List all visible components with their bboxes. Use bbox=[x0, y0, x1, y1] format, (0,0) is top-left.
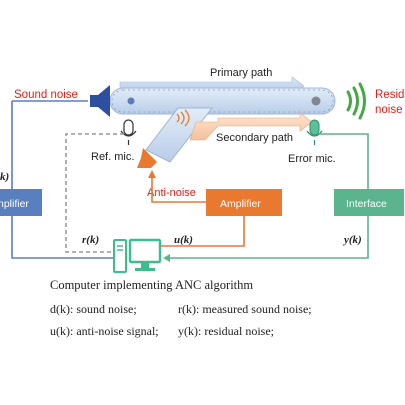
legend-row2-right: y(k): residual noise; bbox=[178, 324, 274, 338]
sound-noise-label: Sound noise bbox=[14, 89, 78, 101]
amplifier-center-box bbox=[206, 189, 282, 216]
interface-arrowhead bbox=[163, 254, 170, 262]
duct-pipe bbox=[109, 87, 336, 115]
anti-noise-speaker-icon bbox=[137, 148, 157, 168]
legend-row2-left: u(k): anti-noise signal; bbox=[50, 324, 159, 338]
interface-box bbox=[334, 189, 404, 216]
computer-icon bbox=[113, 238, 162, 273]
wave-icon-small bbox=[176, 109, 190, 127]
residual-noise-label-line2: noise bbox=[375, 104, 403, 116]
anti-noise-arrowhead bbox=[148, 170, 156, 178]
y-signal-label: y(k) bbox=[342, 234, 362, 246]
r-signal-label: r(k) bbox=[82, 234, 99, 246]
secondary-path-arrow bbox=[189, 112, 313, 141]
speaker-icon bbox=[90, 85, 110, 117]
ref-mic-dashed-line bbox=[65, 133, 124, 253]
u-signal-label: u(k) bbox=[174, 234, 193, 246]
left-signal-line bbox=[11, 101, 113, 259]
microphone-icon bbox=[120, 119, 137, 145]
ref-mic-label: Ref. mic. bbox=[91, 151, 134, 163]
amplifier-left-label: nplifier bbox=[0, 198, 29, 210]
computer-to-amplifier-line bbox=[160, 216, 245, 247]
amplifier-left-box bbox=[0, 189, 42, 216]
amplifier-to-anti-noise-line bbox=[151, 176, 206, 203]
secondary-path-label: Secondary path bbox=[216, 132, 293, 144]
interface-label: Interface bbox=[346, 198, 387, 210]
duct-sensor-dot bbox=[127, 97, 135, 105]
error-mic-to-interface-line bbox=[320, 133, 369, 189]
computer-caption: Computer implementing ANC algorithm bbox=[50, 278, 253, 292]
duct-pipe-dashes bbox=[111, 89, 334, 113]
legend-row1-right: r(k): measured sound noise; bbox=[178, 302, 312, 316]
primary-path-label: Primary path bbox=[210, 67, 272, 79]
wave-icon bbox=[346, 82, 366, 120]
anti-noise-label: Anti-noise bbox=[147, 187, 196, 199]
d-signal-label: k) bbox=[0, 171, 9, 183]
residual-noise-label-line1: Resid bbox=[375, 89, 404, 101]
interface-to-computer-line bbox=[170, 216, 369, 259]
error-microphone-icon bbox=[306, 119, 323, 145]
legend-row1-left: d(k): sound noise; bbox=[50, 302, 137, 316]
duct-end-dot bbox=[311, 96, 321, 106]
duct-branch bbox=[145, 107, 214, 163]
error-mic-label: Error mic. bbox=[288, 153, 336, 165]
amplifier-center-label: Amplifier bbox=[220, 198, 261, 210]
